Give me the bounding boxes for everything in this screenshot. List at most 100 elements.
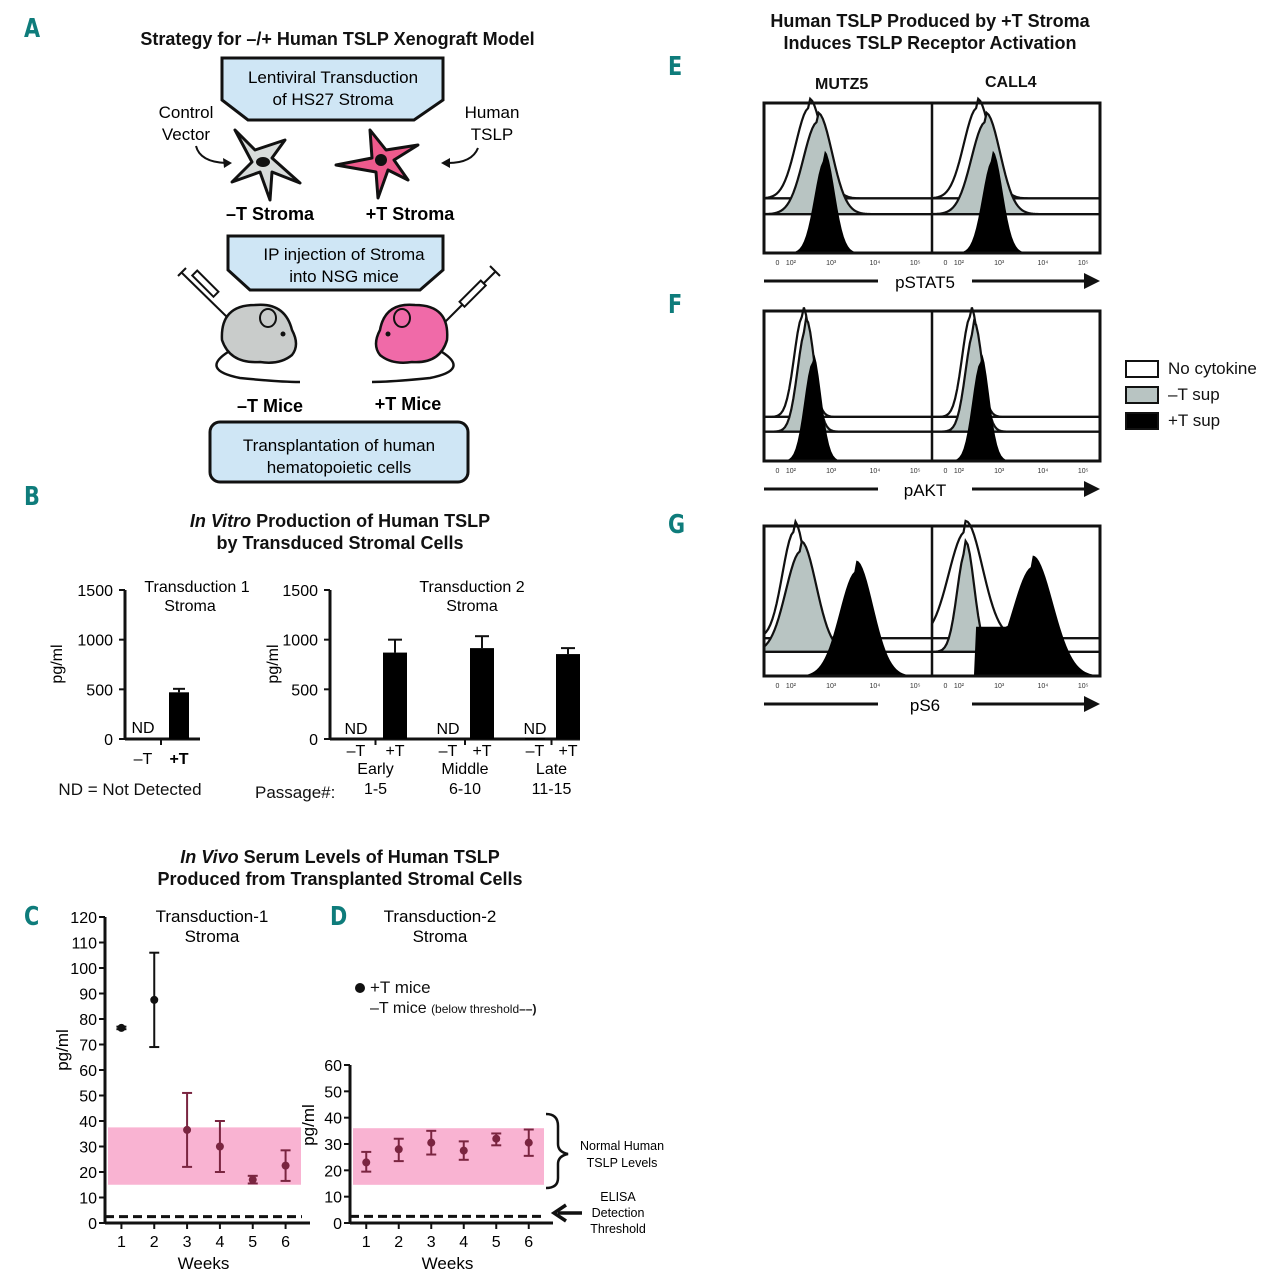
y-tick-label: 20 [324,1163,342,1180]
chart-title-line2: Stroma [413,927,468,946]
marker-arrow-icon [1084,481,1100,497]
axis-tick-label: 0 [775,683,779,690]
nd-label: ND [523,721,546,738]
elisa-line2: Detection [592,1206,645,1220]
y-tick-label: 1500 [77,583,113,600]
marker-label-ps6: pS6 [910,696,940,715]
axis-tick-label: 10³ [994,468,1005,475]
y-axis-label: pg/ml [53,1029,72,1071]
panel-cd-title-rest: Serum Levels of Human TSLP [238,847,500,867]
data-point [362,1158,371,1167]
axis-tick-label: 10² [786,683,797,690]
syringe-left-icon [177,267,229,319]
data-point [215,1142,224,1151]
axis-tick-label: 10⁵ [910,468,921,475]
histogram-no-cytokine [930,307,1100,418]
panel-label-d: D [330,902,348,932]
human-arrow [447,147,479,164]
nd-footnote: ND = Not Detected [58,780,202,799]
flow-legend-item: –T sup [1125,382,1257,408]
y-tick-label: 0 [88,1216,97,1233]
y-tick-label: 80 [79,1012,97,1029]
axis-tick-label: 10⁵ [910,683,921,690]
x-tick-label: 1 [117,1234,126,1251]
axis-tick-label: 10⁵ [1078,468,1089,475]
x-tick-label: 3 [427,1234,436,1251]
x-tick-label: 6 [281,1234,290,1251]
panel-d-annotations: Normal Human TSLP Levels ELISA Detection… [545,1112,664,1236]
y-tick-label: 50 [79,1089,97,1106]
histogram-no-cytokine [762,96,932,200]
x-tick-label: 2 [394,1234,403,1251]
histogram-pos-sup [764,354,932,461]
x-tick-label: +T [472,743,491,760]
panel-efg-title-line2: Induces TSLP Receptor Activation [783,33,1077,53]
axis-tick-label: 10⁴ [869,260,880,267]
elisa-line3: Threshold [590,1222,646,1236]
axis-tick-label: 10³ [994,683,1005,690]
x-axis-label: Weeks [178,1254,230,1273]
axis-tick-label: 10³ [826,260,837,267]
panel-label-a: A [24,14,41,44]
injection-box-line1: IP injection of Stroma [263,245,425,264]
x-axis-label: Weeks [422,1254,474,1273]
normal-range-brace-icon [545,1112,569,1190]
bar [470,648,494,739]
flow-legend-item: No cytokine [1125,356,1257,382]
chart-title-line1: Transduction 2 [419,579,524,596]
legend-neg-dash: ––) [519,1002,537,1016]
axis-tick-label: 10⁵ [910,260,921,267]
histogram-pos-sup [932,354,1100,461]
marker-arrow-icon [1084,696,1100,712]
y-tick-label: 500 [86,682,113,699]
panel-label-g: G [668,510,686,540]
axis-tick-label: 0 [943,260,947,267]
x-tick-label: 4 [215,1234,224,1251]
human-tslp-line1: Human [465,103,520,122]
panel-b-title-line2: by Transduced Stromal Cells [216,533,464,553]
axis-tick-label: 10⁴ [869,468,880,475]
axis-tick-label: 10² [954,260,965,267]
axis-tick-label: 0 [775,260,779,267]
axis-tick-label: 0 [943,683,947,690]
x-tick-label: –T [526,743,545,760]
panel-efg-title-line1: Human TSLP Produced by +T Stroma [770,11,1090,31]
neg-mice-label: –T Mice [237,396,303,416]
data-point [459,1146,468,1155]
group-label: Middle [441,761,488,778]
flow-legend-item: +T sup [1125,408,1257,434]
strategy-diagram: Lentiviral Transduction of HS27 Stroma C… [159,56,520,484]
y-tick-label: 40 [324,1111,342,1128]
x-tick-label: +T [385,743,404,760]
chart-title-line2: Stroma [446,598,498,615]
marker-label-pstat5: pSTAT5 [895,273,955,292]
histogram-pos-sup [932,555,1100,676]
legend-pos-label: +T mice [370,978,431,997]
normal-range-line1: Normal Human [580,1139,664,1153]
data-point [150,995,159,1004]
legend-label-no-cytokine: No cytokine [1168,359,1257,378]
syringe-right-icon [444,265,501,323]
data-point [427,1138,436,1147]
human-tslp-line2: TSLP [471,125,514,144]
y-axis-label: pg/ml [49,644,66,683]
axis-tick-label: 10² [786,260,797,267]
chart-title-line2: Stroma [185,927,240,946]
group-label: Early [357,761,393,778]
axis-tick-label: 10⁵ [1078,260,1089,267]
panel-b-title-rest: Production of Human TSLP [251,511,491,531]
y-tick-label: 30 [79,1140,97,1157]
x-tick-label: –T [439,743,458,760]
panel-label-f: F [668,290,683,320]
x-tick-label: 5 [248,1234,257,1251]
panel-label-c: C [24,902,40,932]
neg-stroma-label: –T Stroma [226,204,315,224]
y-tick-label: 60 [79,1063,97,1080]
y-tick-label: 0 [309,732,318,749]
x-tick-label: 2 [150,1234,159,1251]
control-vector-line2: Vector [162,125,211,144]
y-tick-label: 70 [79,1038,97,1055]
panel-label-b: B [24,482,40,512]
